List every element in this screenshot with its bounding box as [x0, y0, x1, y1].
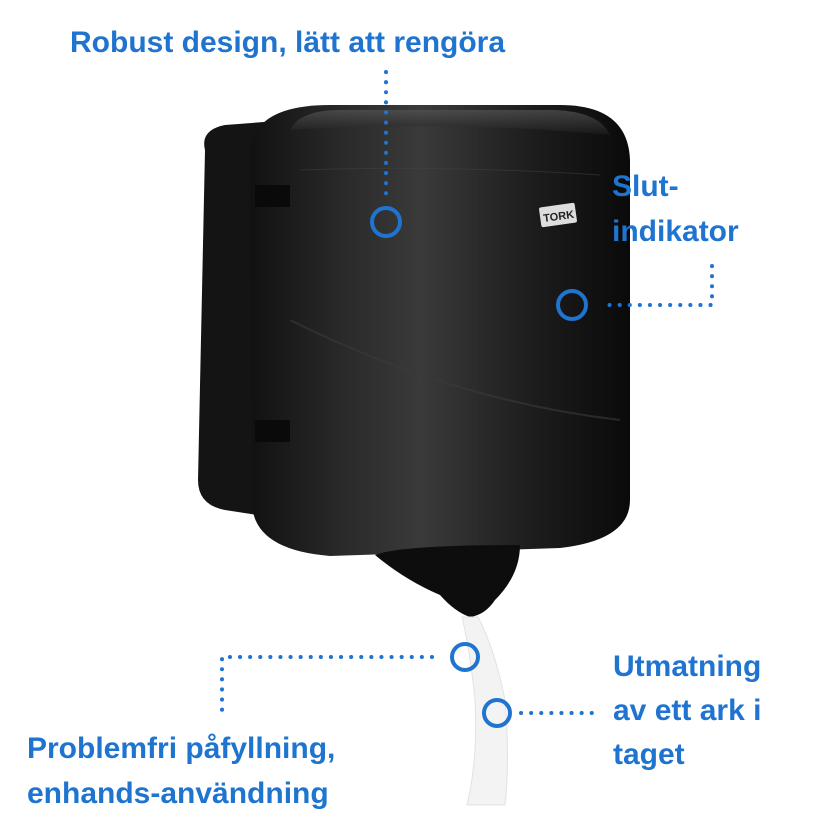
- hotspot-circle-icon: [450, 642, 480, 672]
- callout-top: Robust design, lätt att rengöra: [70, 20, 505, 65]
- bottom-left-callout-line: [220, 655, 434, 714]
- svg-text:TORK: TORK: [543, 209, 575, 225]
- hinge: [255, 420, 290, 442]
- callout-right: Slut- indikator: [612, 164, 739, 254]
- callout-top-text: Robust design, lätt att rengöra: [70, 26, 506, 59]
- callout-right-line2: indikator: [612, 215, 739, 248]
- dispenser-cover: [250, 105, 630, 556]
- dispenser-nozzle: [375, 545, 520, 617]
- hotspot-circle-icon: [370, 206, 402, 238]
- callout-bottom-right-line2: av ett ark i: [613, 694, 762, 727]
- callout-right-line1: Slut-: [612, 170, 679, 203]
- dispenser-top-highlight: [290, 110, 610, 135]
- hotspot-circle-icon: [482, 698, 512, 728]
- hinge: [255, 185, 290, 207]
- callout-bottom-left-line2: enhands-användning: [27, 777, 329, 810]
- tork-logo: TORK: [539, 202, 577, 228]
- callout-bottom-right-line3: taget: [613, 738, 685, 771]
- callout-bottom-right: Utmatning av ett ark i taget: [613, 645, 761, 777]
- callout-bottom-left-line1: Problemfri påfyllning,: [27, 732, 336, 765]
- hotspot-circle-icon: [556, 289, 588, 321]
- callout-bottom-left: Problemfri påfyllning, enhands-användnin…: [27, 726, 335, 816]
- right-callout-line: [601, 264, 714, 307]
- callout-bottom-right-line1: Utmatning: [613, 650, 762, 683]
